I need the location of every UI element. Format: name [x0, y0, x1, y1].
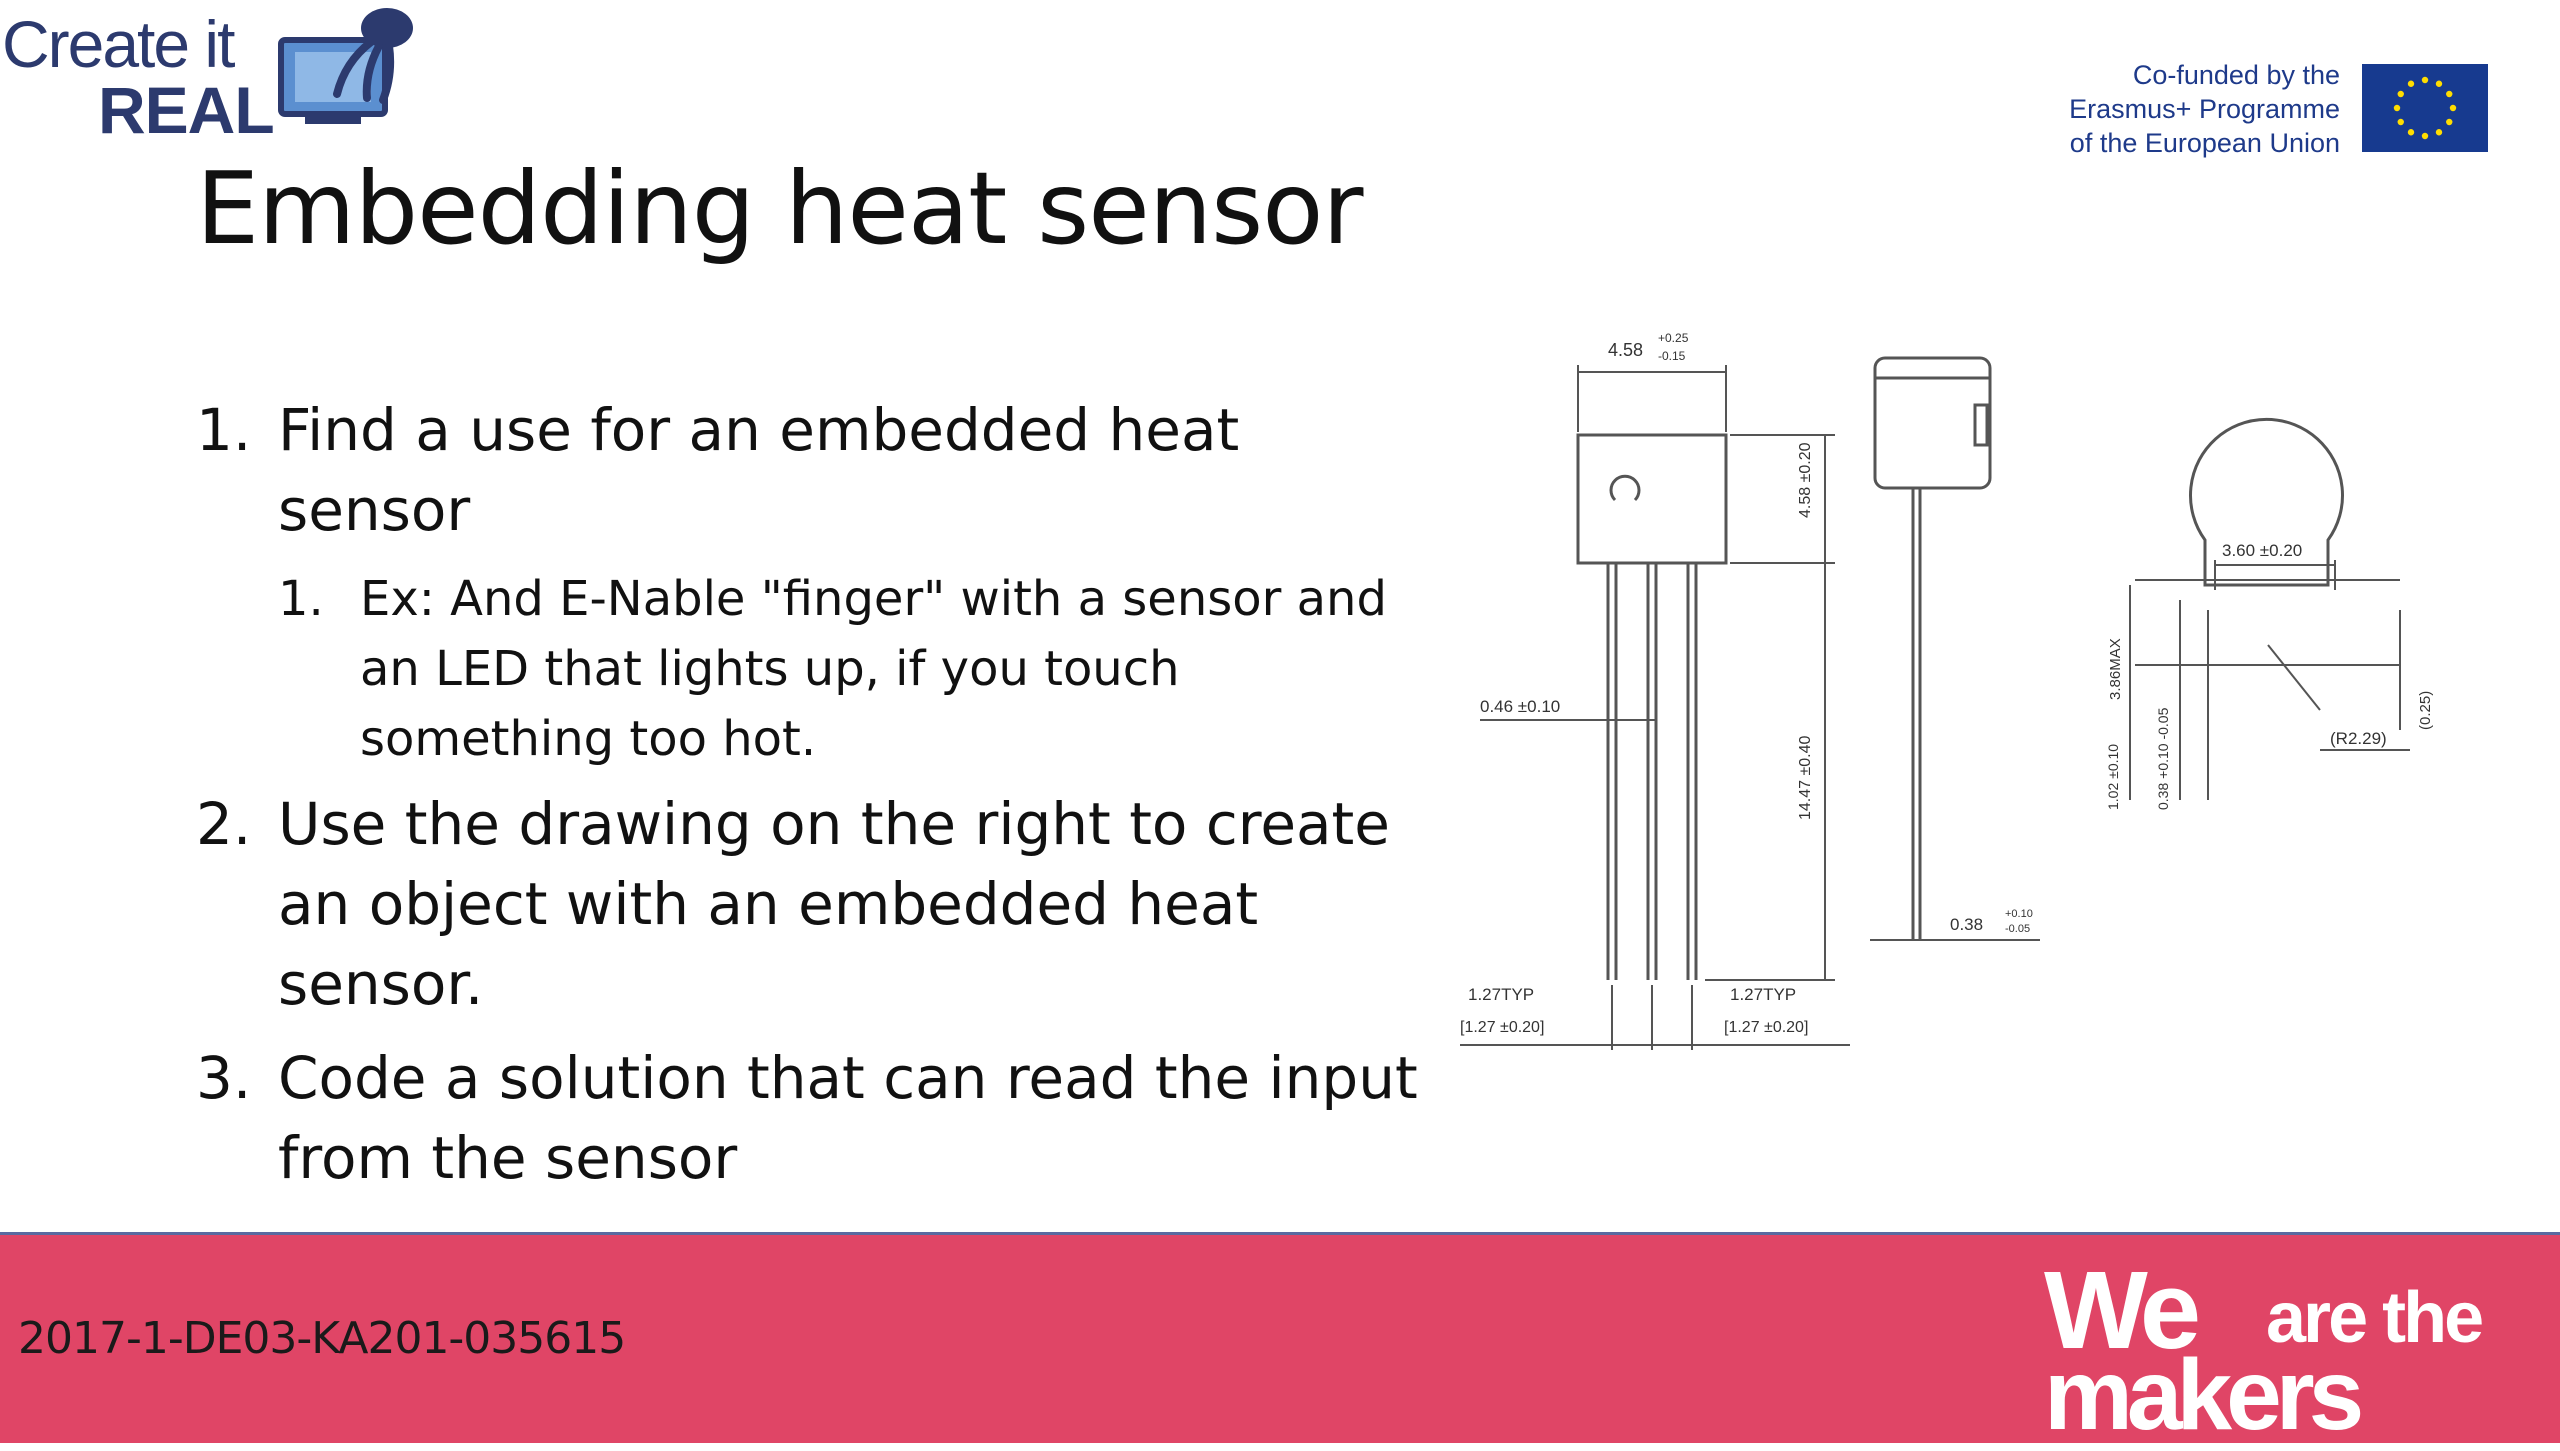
- dim-lead-length-label: 14.47 ±0.40: [1797, 735, 1814, 820]
- sub-list-item-text: Ex: And E-Nable "finger" with a sensor a…: [360, 571, 1387, 767]
- eu-star-icon: [2449, 104, 2457, 112]
- eu-star-icon: [2393, 104, 2401, 112]
- dim-lead-thick-label: 0.38: [1950, 915, 1983, 934]
- eu-text-line: of the European Union: [2069, 128, 2340, 158]
- eu-star-icon: [2446, 118, 2453, 126]
- top-width-label: 3.60 ±0.20: [2222, 541, 2302, 560]
- dim-lead-thick-tol-bot: -0.05: [2005, 923, 2030, 935]
- eu-star-icon: [2435, 80, 2443, 87]
- list-item: 1. Find a use for an embedded heat senso…: [196, 390, 1436, 550]
- package-front-body: [1576, 433, 1728, 565]
- eu-star-icon: [2435, 129, 2443, 136]
- list-item: 2. Use the drawing on the right to creat…: [196, 784, 1436, 1024]
- list-item-number: 2.: [196, 790, 252, 858]
- dim-lead-width-label: 0.46 ±0.10: [1480, 697, 1560, 716]
- eu-star-icon: [2421, 76, 2429, 84]
- top-height-label: 3.86MAX: [2107, 638, 2124, 700]
- we-are-the-makers-logo: We are the makers: [2026, 1249, 2546, 1446]
- eu-text-line: Erasmus+ Programme: [2069, 94, 2340, 124]
- eu-flag-icon: [2362, 64, 2488, 152]
- eu-star-icon: [2421, 132, 2429, 140]
- eu-cofunding-badge: Co-funded by the Erasmus+ Programme of t…: [2069, 58, 2488, 160]
- eu-star-icon: [2407, 80, 2415, 87]
- eu-cofunding-text: Co-funded by the Erasmus+ Programme of t…: [2069, 58, 2340, 160]
- list-item-number: 3.: [196, 1044, 252, 1112]
- list-item-text: Code a solution that can read the input …: [278, 1044, 1418, 1192]
- pitch-right-label: 1.27TYP: [1730, 985, 1796, 1004]
- eu-star-icon: [2397, 118, 2404, 126]
- footer-band: 2017-1-DE03-KA201-035615 We are the make…: [0, 1232, 2560, 1446]
- slide-title: Embedding heat sensor: [196, 150, 1364, 267]
- list-item: 3. Code a solution that can read the inp…: [196, 1038, 1436, 1198]
- makers-logo-makers: makers: [2044, 1339, 2364, 1451]
- pitch-right-sub-label: [1.27 ±0.20]: [1724, 1019, 1808, 1036]
- sub-list-item-number: 1.: [278, 571, 324, 627]
- logo-text-line1: Create it: [2, 7, 235, 81]
- eu-star-icon: [2407, 129, 2415, 136]
- eu-star-icon: [2446, 90, 2453, 98]
- top-radius-label: (R2.29): [2330, 729, 2387, 748]
- eu-star-icon: [2397, 90, 2404, 98]
- project-code: 2017-1-DE03-KA201-035615: [18, 1313, 626, 1364]
- top-offset1-label: 1.02 ±0.10: [2105, 744, 2121, 810]
- create-it-real-logo: Create it REAL: [0, 0, 440, 147]
- list-item-text: Find a use for an embedded heat sensor: [278, 396, 1240, 544]
- list-item-text: Use the drawing on the right to create a…: [278, 790, 1390, 1018]
- dim-width-tol-bot: -0.15: [1658, 349, 1686, 363]
- dim-body-height-label: 4.58 ±0.20: [1797, 442, 1814, 518]
- pitch-left-sub-label: [1.27 ±0.20]: [1460, 1019, 1544, 1036]
- dim-lead-thick-tol-top: +0.10: [2005, 908, 2033, 920]
- instruction-list: 1. Find a use for an embedded heat senso…: [196, 390, 1436, 1212]
- sub-list-item: 1. Ex: And E-Nable "finger" with a senso…: [278, 564, 1436, 774]
- top-offset2-label: 0.38 +0.10 -0.05: [2155, 707, 2171, 810]
- logo-text-line2: REAL: [98, 73, 275, 147]
- list-item-number: 1.: [196, 396, 252, 464]
- eu-text-line: Co-funded by the: [2132, 60, 2340, 90]
- top-right-label: (0.25): [2417, 691, 2434, 730]
- monitor-octopus-icon: [278, 8, 413, 124]
- makers-logo-are-the: are the: [2266, 1278, 2484, 1358]
- dim-width-label: 4.58: [1608, 340, 1643, 360]
- makers-logo-we: We: [2044, 1249, 2201, 1372]
- dim-width-tol-top: +0.25: [1658, 331, 1689, 345]
- pitch-left-label: 1.27TYP: [1468, 985, 1534, 1004]
- sensor-package-drawing: 4.58 +0.25 -0.15 4.58 ±0.20 14.47 ±0.40 …: [1460, 331, 2434, 1050]
